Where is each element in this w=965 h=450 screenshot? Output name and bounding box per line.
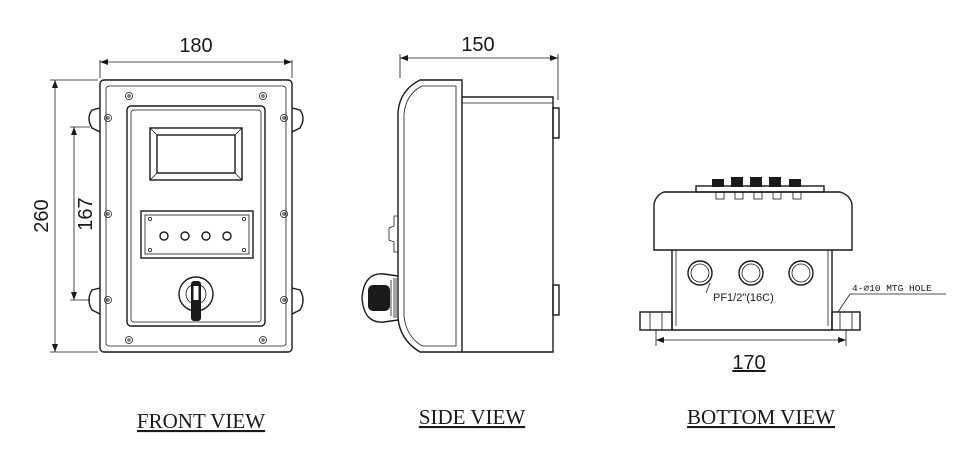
mounting-hole-note: 4-⌀10 MTG HOLE: [852, 283, 932, 294]
screw-icon: [104, 92, 288, 344]
dim-front-width: 180: [179, 35, 212, 57]
indicator-panel: [140, 210, 254, 259]
front-view: 180 260 167: [31, 35, 304, 433]
front-view-label: FRONT VIEW: [137, 409, 265, 433]
display-window: [149, 127, 243, 181]
bottom-view: PF1/2"(16C) 4-⌀10 MTG HOLE 170 BOTTOM VI…: [639, 177, 946, 429]
dim-bottom-span: 170: [732, 352, 765, 374]
selector-switch-icon: [178, 276, 214, 321]
top-fittings: [695, 177, 825, 200]
dim-side-depth: 150: [461, 34, 494, 56]
side-view-label: SIDE VIEW: [419, 405, 526, 429]
bottom-view-label: BOTTOM VIEW: [687, 405, 835, 429]
side-view: 150 SIDE VIEW: [361, 34, 560, 429]
dim-front-mount-height: 167: [75, 197, 97, 230]
conduit-note: PF1/2"(16C): [713, 292, 774, 304]
conduit-hole-icon: [687, 260, 814, 286]
knob-icon: [361, 273, 399, 323]
mounting-foot: [639, 311, 861, 331]
dim-front-height: 260: [31, 199, 53, 232]
